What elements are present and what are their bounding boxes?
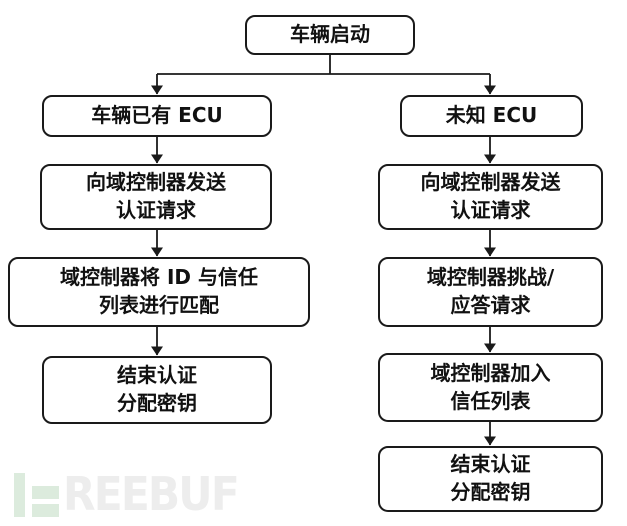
node-left-4: 结束认证 分配密钥 — [42, 356, 272, 424]
node-left-3: 域控制器将 ID 与信任 列表进行匹配 — [8, 257, 310, 327]
node-label: 域控制器加入 信任列表 — [430, 360, 551, 413]
node-label: 域控制器挑战/ 应答请求 — [426, 265, 555, 317]
freebuf-logo-f-icon — [32, 471, 59, 517]
node-label: 结束认证 分配密钥 — [117, 363, 197, 415]
node-label: 向域控制器发送 认证请求 — [420, 170, 561, 222]
node-right-4: 域控制器加入 信任列表 — [378, 353, 603, 422]
node-label: 域控制器将 ID 与信任 列表进行匹配 — [60, 265, 258, 317]
node-label: 车辆启动 — [290, 22, 370, 47]
node-right-2: 向域控制器发送 认证请求 — [378, 164, 603, 230]
freebuf-watermark: REEBUF — [14, 471, 253, 517]
node-left-2: 向域控制器发送 认证请求 — [40, 164, 272, 230]
node-label: 未知 ECU — [445, 103, 538, 128]
node-label: 向域控制器发送 认证请求 — [86, 170, 226, 222]
node-right-3: 域控制器挑战/ 应答请求 — [378, 257, 603, 327]
node-right-1: 未知 ECU — [400, 95, 583, 137]
freebuf-logo-bar-icon — [14, 473, 25, 517]
node-right-5: 结束认证 分配密钥 — [378, 446, 603, 512]
node-left-1: 车辆已有 ECU — [42, 95, 272, 137]
node-label: 车辆已有 ECU — [91, 103, 223, 128]
node-start: 车辆启动 — [245, 15, 415, 55]
freebuf-watermark-text: REEBUF — [63, 467, 240, 521]
node-label: 结束认证 分配密钥 — [450, 452, 531, 504]
